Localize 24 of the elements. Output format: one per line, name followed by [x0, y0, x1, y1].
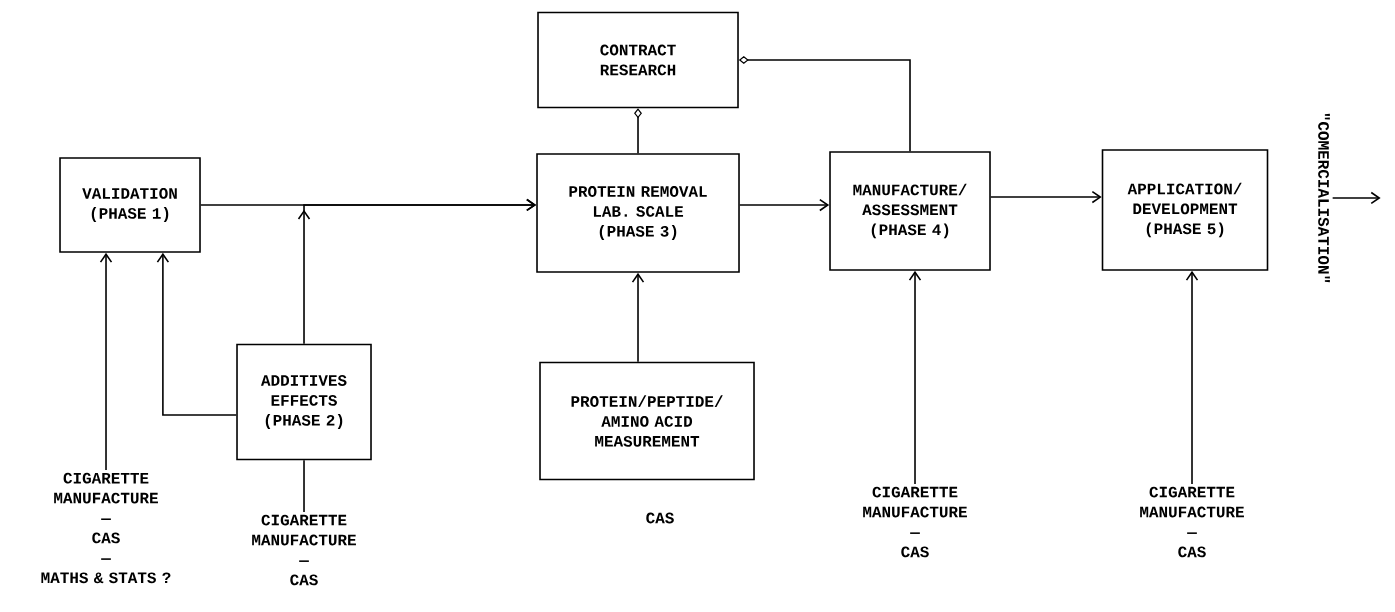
source-text: CIGARETTE MANUFACTURE — CAS	[1140, 486, 1244, 558]
arrow	[297, 198, 537, 345]
connector-line	[634, 108, 642, 154]
source-text: CIGARETTE MANUFACTURE — CAS — MATHS & STATS ?	[41, 472, 171, 584]
arrow	[908, 270, 922, 485]
process-box: MANUFACTURE/ ASSESSMENT (PHASE 4)	[829, 151, 991, 271]
text-label: CAS	[646, 512, 674, 524]
arrow	[739, 198, 830, 212]
connector-line	[303, 459, 305, 513]
source-text: CIGARETTE MANUFACTURE — CAS	[252, 514, 356, 586]
process-box: CONTRACT RESEARCH	[537, 11, 739, 109]
process-box: ADDITIVES EFFECTS (PHASE 2)	[236, 343, 372, 461]
rotated-text: "COMERCIALISATION"	[1318, 113, 1330, 283]
arrow	[99, 252, 113, 471]
arrow	[990, 190, 1102, 204]
process-box: APPLICATION/ DEVELOPMENT (PHASE 5)	[1101, 149, 1269, 271]
arrow	[631, 272, 645, 363]
arrow	[1331, 191, 1381, 205]
process-box: PROTEIN REMOVAL LAB. SCALE (PHASE 3)	[536, 153, 740, 273]
process-box: VALIDATION (PHASE 1)	[59, 157, 201, 253]
process-box: PROTEIN/PEPTIDE/ AMINO ACID MEASUREMENT	[539, 361, 755, 481]
source-text: CIGARETTE MANUFACTURE — CAS	[863, 486, 967, 558]
arrow	[156, 252, 237, 416]
arrow	[1185, 270, 1199, 485]
